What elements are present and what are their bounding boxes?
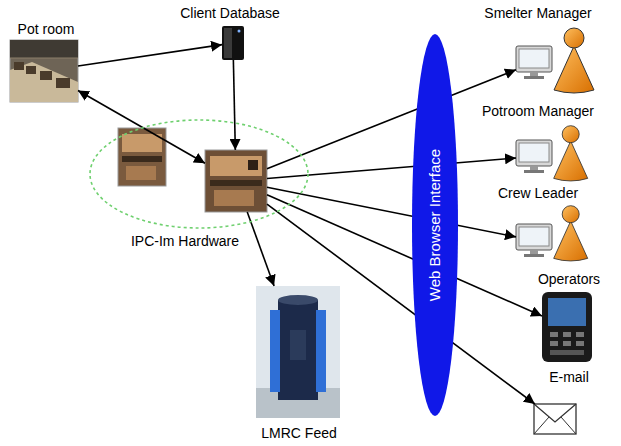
database-server-icon bbox=[222, 26, 244, 60]
user-figure-part bbox=[562, 126, 579, 143]
supercomputer-photo-part bbox=[316, 310, 326, 392]
hardware-group: IPC-Im Hardware bbox=[88, 118, 310, 258]
interface-band: Web Browser Interface bbox=[412, 34, 458, 416]
handheld-device-part bbox=[563, 341, 571, 346]
database-server-icon-part bbox=[238, 30, 241, 33]
handheld-device-part bbox=[576, 332, 584, 337]
pot-room-photo-part bbox=[10, 62, 78, 102]
computer-monitor bbox=[516, 140, 552, 173]
envelope-icon-part bbox=[534, 404, 576, 434]
hardware-photo-part bbox=[248, 160, 258, 170]
user-figure-part bbox=[554, 46, 594, 93]
user-node: Crew Leader bbox=[458, 184, 618, 266]
node-label: Smelter Manager bbox=[484, 4, 591, 22]
hardware-photo-part bbox=[210, 180, 262, 186]
database-node: Client Database bbox=[160, 4, 300, 62]
computer-monitor-part bbox=[524, 170, 544, 173]
flow-arrow bbox=[267, 187, 516, 237]
node-label: Operators bbox=[538, 270, 600, 288]
node-label: LMRC Feed bbox=[261, 424, 336, 442]
handheld-device-part bbox=[550, 350, 584, 355]
handheld-device-part bbox=[548, 298, 586, 326]
node-label: E-mail bbox=[549, 368, 589, 386]
computer-monitor-part bbox=[516, 140, 552, 166]
flow-arrow bbox=[247, 212, 274, 286]
supercomputer-photo-part bbox=[256, 286, 340, 418]
pot-room-photo-part bbox=[10, 40, 78, 58]
hardware-photo-part bbox=[205, 150, 267, 212]
flow-arrow bbox=[267, 204, 535, 404]
node-label: Crew Leader bbox=[498, 184, 578, 202]
database-server-icon-part bbox=[224, 28, 232, 58]
user-figure-part bbox=[554, 141, 588, 181]
user-figure-part bbox=[562, 206, 579, 223]
computer-monitor bbox=[516, 224, 552, 257]
computer-monitor-part bbox=[524, 76, 544, 79]
hardware-photo-part bbox=[210, 156, 262, 176]
pot-room-photo-part bbox=[10, 58, 78, 59]
hardware-photo-part bbox=[214, 190, 254, 206]
user-node: Smelter Manager bbox=[458, 4, 618, 100]
pot-room-photo-part bbox=[26, 66, 36, 74]
user-figure bbox=[554, 28, 594, 93]
user-figure bbox=[554, 126, 588, 181]
computer-monitor-part bbox=[516, 224, 552, 250]
computer-monitor-part bbox=[524, 254, 544, 257]
group-outline bbox=[90, 120, 308, 228]
node-label: Potroom Manager bbox=[482, 102, 594, 120]
pot-room-photo bbox=[10, 40, 78, 102]
hardware-photo bbox=[205, 150, 267, 212]
hardware-photo-part bbox=[122, 134, 162, 152]
node-label: Web Browser Interface bbox=[412, 34, 458, 416]
supercomputer-photo-part bbox=[270, 310, 280, 392]
pot-room-photo-part bbox=[10, 40, 78, 102]
computer-monitor-part bbox=[519, 49, 549, 68]
envelope-icon-part bbox=[534, 417, 576, 434]
supercomputer-photo bbox=[256, 286, 340, 418]
database-server-icon-part bbox=[222, 26, 244, 60]
supercomputer-photo-part bbox=[290, 330, 306, 360]
interface-ellipse bbox=[412, 34, 458, 416]
flow-arrow bbox=[78, 45, 222, 66]
handheld-device-part bbox=[563, 332, 571, 337]
user-node: Potroom Manager bbox=[458, 102, 618, 182]
pot-room-photo-part bbox=[14, 62, 24, 70]
supercomputer-photo-part bbox=[278, 295, 318, 305]
pot-room-node: Pot room bbox=[6, 20, 86, 108]
computer-monitor-part bbox=[516, 46, 552, 72]
envelope-icon-part bbox=[534, 404, 576, 422]
pot-room-photo-part bbox=[56, 78, 70, 88]
feed-node: LMRC Feed bbox=[244, 286, 354, 444]
flow-arrow bbox=[267, 195, 542, 316]
node-label: IPC-Im Hardware bbox=[131, 232, 239, 250]
computer-monitor-part bbox=[519, 227, 549, 246]
handheld-device-part bbox=[542, 292, 592, 362]
flow-arrow bbox=[233, 60, 235, 150]
envelope-icon bbox=[534, 404, 576, 434]
handheld-device-part bbox=[550, 332, 558, 337]
hardware-photo-part bbox=[126, 166, 156, 180]
user-figure-part bbox=[564, 28, 584, 48]
pot-room-photo-part bbox=[40, 71, 52, 80]
hardware-photo-part bbox=[122, 156, 162, 162]
flow-arrow bbox=[78, 90, 205, 163]
flow-arrow bbox=[267, 70, 516, 169]
node-label: Pot room bbox=[18, 20, 75, 38]
computer-monitor bbox=[516, 46, 552, 79]
handheld-device bbox=[542, 292, 592, 362]
device-node: Operators bbox=[520, 270, 618, 366]
handheld-device-part bbox=[550, 341, 558, 346]
supercomputer-photo-part bbox=[278, 300, 318, 400]
email-node: E-mail bbox=[520, 368, 618, 442]
handheld-device-part bbox=[576, 341, 584, 346]
user-figure bbox=[554, 206, 588, 261]
user-figure-part bbox=[554, 221, 588, 261]
node-label: Client Database bbox=[180, 4, 280, 22]
computer-monitor-part bbox=[519, 143, 549, 162]
